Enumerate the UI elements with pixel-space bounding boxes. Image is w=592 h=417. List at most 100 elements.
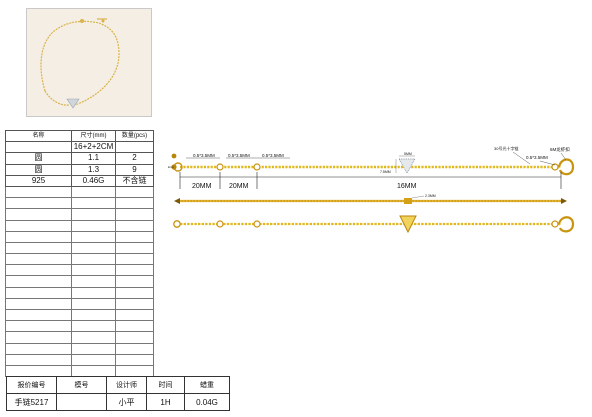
spec-blank-cell — [71, 185, 116, 199]
spec-blank-cell — [115, 241, 154, 255]
spec-cell: 2 — [115, 152, 154, 165]
spec-cell — [5, 141, 72, 154]
info-value-row: 手链5217 小平 1H 0.04G — [6, 393, 230, 411]
spec-blank-cell — [71, 353, 116, 366]
spec-blank-cell — [115, 219, 154, 232]
bead-ring-1 — [216, 163, 224, 171]
spec-blank-row — [5, 331, 154, 344]
spec-blank-cell — [71, 219, 116, 232]
spec-blank-row — [5, 185, 154, 199]
bead-label-2: 0.5*3.5MM — [228, 153, 250, 158]
spec-blank-cell — [5, 230, 72, 243]
spec-cell: 圆 — [5, 152, 72, 165]
spec-blank-cell — [115, 320, 154, 333]
spec-blank-cell — [71, 241, 116, 255]
spec-blank-cell — [115, 308, 154, 322]
spec-blank-cell — [5, 308, 72, 322]
spec-blank-cell — [71, 230, 116, 243]
spec-cell: 不含链 — [115, 174, 154, 187]
spec-blank-row — [5, 308, 154, 322]
spec-cell: 16+2+2CM — [71, 141, 116, 154]
spec-blank-row — [5, 297, 154, 311]
spec-blank-row — [5, 197, 154, 210]
spec-blank-cell — [71, 197, 116, 210]
spec-blank-cell — [115, 364, 154, 378]
dim-label-3: 16MM — [397, 183, 417, 190]
spec-blank-cell — [71, 286, 116, 299]
spec-header-size: 尺寸(mm) — [71, 129, 116, 143]
spec-blank-cell — [115, 197, 154, 210]
start-label: 4mm — [168, 165, 174, 169]
spec-blank-cell — [5, 197, 72, 210]
spec-blank-cell — [5, 286, 72, 299]
spec-blank-cell — [115, 253, 154, 266]
spec-blank-row — [5, 208, 154, 221]
spec-blank-cell — [115, 264, 154, 277]
info-quote-no: 手链5217 — [6, 393, 57, 411]
product-photo — [26, 8, 152, 117]
spec-row: 圆 1.3 9 — [5, 163, 154, 176]
spec-blank-row — [5, 364, 154, 378]
triangle-side-label: 7.5MM — [380, 170, 391, 174]
bead-label-3: 0.5*3.5MM — [262, 153, 284, 158]
info-wax-weight: 0.04G — [184, 393, 230, 411]
spec-blank-cell — [115, 286, 154, 299]
spec-blank-cell — [115, 230, 154, 243]
spec-blank-row — [5, 286, 154, 299]
info-time: 1H — [146, 393, 185, 411]
spec-blank-cell — [5, 264, 72, 277]
spec-cell: 圆 — [5, 163, 72, 176]
spec-cell: 1.3 — [71, 163, 116, 176]
spec-blank-row — [5, 241, 154, 255]
spec-blank-cell — [5, 253, 72, 266]
spec-blank-cell — [5, 320, 72, 333]
spec-blank-row — [5, 219, 154, 232]
chain-label: 30号光十字链 — [494, 145, 518, 151]
spec-blank-cell — [71, 308, 116, 322]
bead-ring-2 — [253, 163, 261, 171]
spec-blank-cell — [5, 297, 72, 311]
spec-blank-cell — [115, 275, 154, 288]
lobster-clasp — [557, 158, 575, 176]
spec-blank-cell — [71, 297, 116, 311]
spec-blank-cell — [5, 275, 72, 288]
spec-blank-cell — [71, 320, 116, 333]
clasp-label: 6M龙虾扣 — [550, 146, 570, 153]
info-header-wax-weight: 蜡重 — [184, 376, 230, 394]
spec-blank-cell — [5, 208, 72, 221]
spec-blank-cell — [71, 331, 116, 344]
dim-label-1: 20MM — [192, 183, 212, 190]
spec-header-row: 名称 尺寸(mm) 数量(pcs) — [5, 129, 154, 143]
spec-blank-cell — [71, 264, 116, 277]
spec-blank-row — [5, 275, 154, 288]
info-mold-no — [56, 393, 107, 411]
triangle-pendant — [398, 158, 416, 174]
spec-blank-cell — [5, 364, 72, 378]
spec-blank-cell — [5, 353, 72, 366]
spec-blank-row — [5, 264, 154, 277]
spec-blank-cell — [71, 275, 116, 288]
spec-blank-cell — [115, 331, 154, 344]
info-header-designer: 设计师 — [106, 376, 147, 394]
spec-header-qty: 数量(pcs) — [115, 129, 154, 143]
spec-blank-row — [5, 342, 154, 355]
spec-blank-cell — [71, 364, 116, 378]
bead-ring-3 — [551, 163, 559, 171]
spec-blank-cell — [115, 185, 154, 199]
chain-start-bead — [171, 153, 177, 159]
spec-blank-cell — [115, 353, 154, 366]
spec-blank-cell — [71, 208, 116, 221]
info-header-mold-no: 模号 — [56, 376, 107, 394]
bracelet-drawing: 0.5*3.5MM 0.5*3.5MM 0.5*3.5MM 4mm 5MM 7.… — [168, 145, 575, 234]
spec-blank-cell — [71, 253, 116, 266]
spec-row: 圆 1.1 2 — [5, 152, 154, 165]
quote-info-table: 报价编号 模号 设计师 时间 蜡重 手链5217 小平 1H 0.04G — [6, 376, 230, 411]
spec-blank-cell — [5, 185, 72, 199]
spec-blank-cell — [5, 342, 72, 355]
spec-cell: 925 — [5, 174, 72, 187]
spec-blank-cell — [115, 342, 154, 355]
chain-start-bead — [171, 164, 177, 170]
info-header-quote-no: 报价编号 — [6, 376, 57, 394]
spec-row: 925 0.46G 不含链 — [5, 174, 154, 187]
spec-row: 16+2+2CM — [5, 141, 154, 154]
